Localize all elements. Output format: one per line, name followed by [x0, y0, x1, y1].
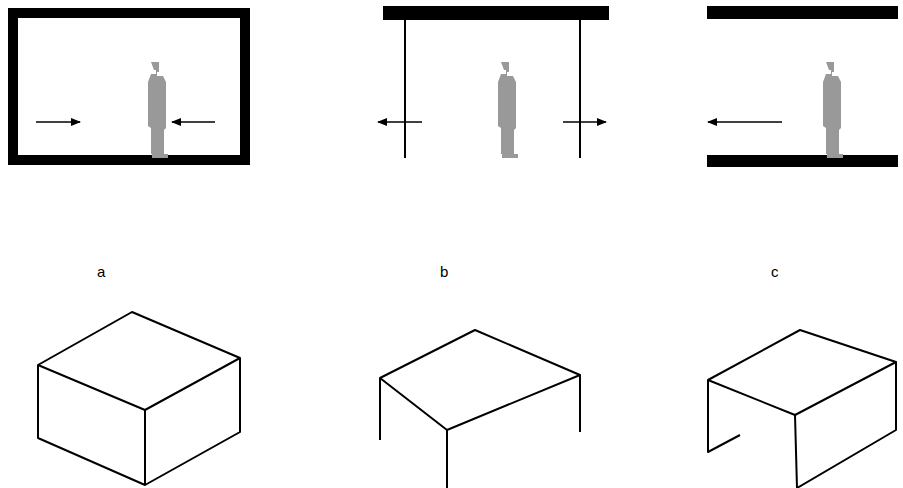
person-figure	[823, 62, 843, 158]
tunnel-frame	[708, 330, 896, 488]
post-frame	[380, 330, 580, 488]
post	[579, 20, 581, 158]
roof-slab	[707, 6, 898, 19]
arrow	[36, 121, 80, 123]
arrow	[378, 121, 422, 123]
panel-letter: b	[440, 264, 448, 279]
person-figure	[498, 62, 518, 158]
panel-letter: c	[771, 264, 779, 279]
panel-letter: a	[97, 264, 105, 279]
post	[404, 20, 406, 158]
floor-slab	[707, 155, 898, 167]
arrow	[172, 121, 215, 123]
person-figure	[148, 62, 168, 158]
closed-room	[13, 13, 245, 160]
arrow	[708, 121, 782, 123]
arrow	[563, 121, 606, 123]
closed-box	[38, 312, 240, 485]
roof-slab	[383, 6, 609, 20]
